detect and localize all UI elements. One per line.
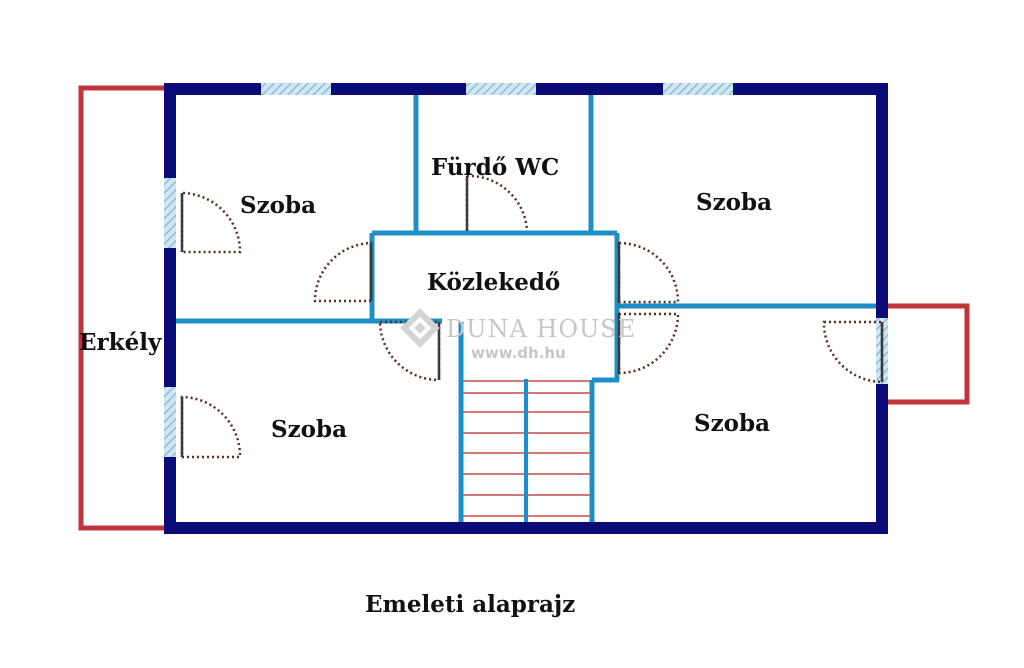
watermark-url: www.dh.hu — [471, 344, 566, 362]
watermark: DUNA HOUSE www.dh.hu — [400, 308, 636, 362]
duna-house-logo-icon — [400, 308, 440, 348]
room-label-kozlekedo: Közlekedő — [427, 269, 560, 296]
window-top-1 — [261, 83, 331, 95]
room-label-szoba-bottom-left: Szoba — [271, 416, 347, 443]
balcony-left — [78, 85, 168, 531]
room-label-szoba-bottom-right: Szoba — [694, 410, 770, 437]
door-hall-left — [313, 241, 373, 303]
door-hall-right-upper — [617, 241, 680, 304]
staircase — [462, 379, 590, 522]
plan-caption: Emeleti alaprajz — [365, 591, 575, 618]
room-label-szoba-top-left: Szoba — [240, 192, 316, 219]
door-hall-right-lower — [617, 312, 680, 375]
window-left-2 — [164, 387, 176, 457]
door-bottom-left-room — [180, 395, 242, 459]
room-label-erkely: Erkély — [79, 329, 162, 356]
interior-walls — [176, 95, 876, 522]
door-leaves — [180, 176, 884, 457]
windows — [164, 83, 888, 457]
door-balcony-right — [822, 320, 884, 384]
room-label-szoba-top-right: Szoba — [696, 189, 772, 216]
room-label-furdo-wc: Fürdő WC — [431, 154, 559, 181]
door-bathroom — [465, 174, 529, 232]
balcony-right — [882, 303, 970, 405]
door-top-left-room — [180, 191, 242, 254]
window-top-2 — [466, 83, 536, 95]
window-top-3 — [663, 83, 733, 95]
watermark-brand: DUNA HOUSE — [446, 315, 636, 343]
window-left-1 — [164, 178, 176, 248]
